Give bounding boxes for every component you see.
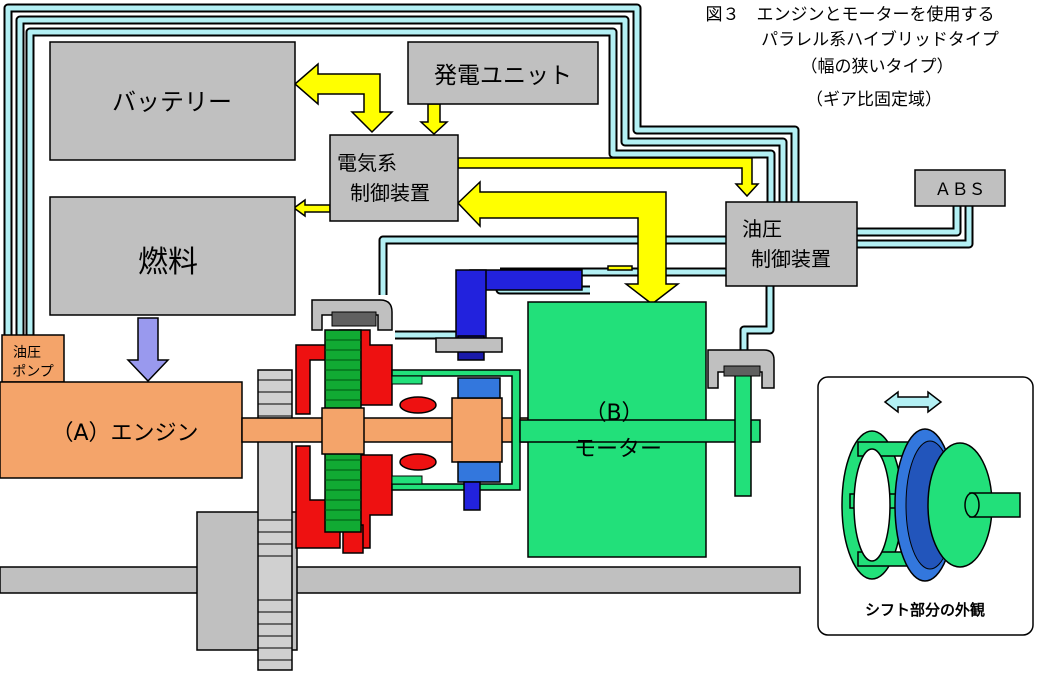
electric-control-label-1: 電気系 <box>337 151 397 175</box>
clutch-hub <box>321 407 365 455</box>
battery-label: バッテリー <box>112 88 232 116</box>
arrow-hydraulic-to-motor <box>607 265 633 271</box>
arrow-control-to-left <box>292 198 331 218</box>
abs-label: ＡＢＳ <box>935 180 986 200</box>
piston-lower <box>399 453 437 471</box>
arrow-control-to-hydraulic <box>457 157 760 198</box>
fuel-box <box>49 196 296 316</box>
arrow-fuel-to-engine <box>126 317 170 383</box>
component-labels: バッテリー 発電ユニット 電気系 制御装置 燃料 ＡＢＳ 油圧 制御装置 油圧 … <box>12 63 985 462</box>
double-arrow-icon <box>883 390 943 414</box>
fuel-label: 燃料 <box>138 245 198 280</box>
oil-pump-label-1: 油圧 <box>13 345 41 361</box>
right-gear <box>734 367 752 497</box>
inset-caption: シフト部分の外観 <box>865 601 985 619</box>
shift-part-inset: シフト部分の外観 <box>817 376 1034 636</box>
drivetrain <box>0 269 801 671</box>
hydraulic-pipes <box>3 3 974 350</box>
title-line-3: （幅の狭いタイプ） <box>801 57 954 77</box>
motor-label-2: モーター <box>574 437 662 462</box>
generator-label: 発電ユニット <box>434 63 572 89</box>
oil-pump-label-2: ポンプ <box>12 364 54 380</box>
battery-box <box>49 41 296 161</box>
motor-shaft <box>519 419 761 443</box>
clutch-plates-upper <box>324 329 362 413</box>
title-line-4: （ギア比固定域） <box>806 90 942 110</box>
electric-control-box <box>329 134 459 222</box>
title-line-2: パラレル系ハイブリッドタイプ <box>761 29 999 50</box>
axle-shaft <box>0 566 801 594</box>
component-boxes <box>1 41 1006 383</box>
engine-label: （A）エンジン <box>51 421 198 446</box>
arrow-battery-to-control <box>293 62 394 134</box>
piston-upper <box>399 396 437 414</box>
generator-box <box>407 41 599 105</box>
hydraulic-control-box <box>725 201 858 287</box>
hydraulic-control-label-2: 制御装置 <box>751 247 831 271</box>
shift-actuator <box>435 269 583 511</box>
abs-box <box>914 169 1006 207</box>
oil-pump-box <box>1 334 65 383</box>
figure-title: 図３ エンジンとモーターを使用する パラレル系ハイブリッドタイプ （幅の狭いタイ… <box>706 4 999 110</box>
arrow-generator-to-control <box>419 103 449 136</box>
motor-label-1: （B） <box>584 401 643 426</box>
title-line-1: 図３ エンジンとモーターを使用する <box>706 4 995 25</box>
power-flow-arrows <box>292 62 760 305</box>
hydraulic-control-label-1: 油圧 <box>742 217 782 241</box>
electric-control-label-2: 制御装置 <box>350 181 430 205</box>
motor-hub <box>451 397 503 463</box>
